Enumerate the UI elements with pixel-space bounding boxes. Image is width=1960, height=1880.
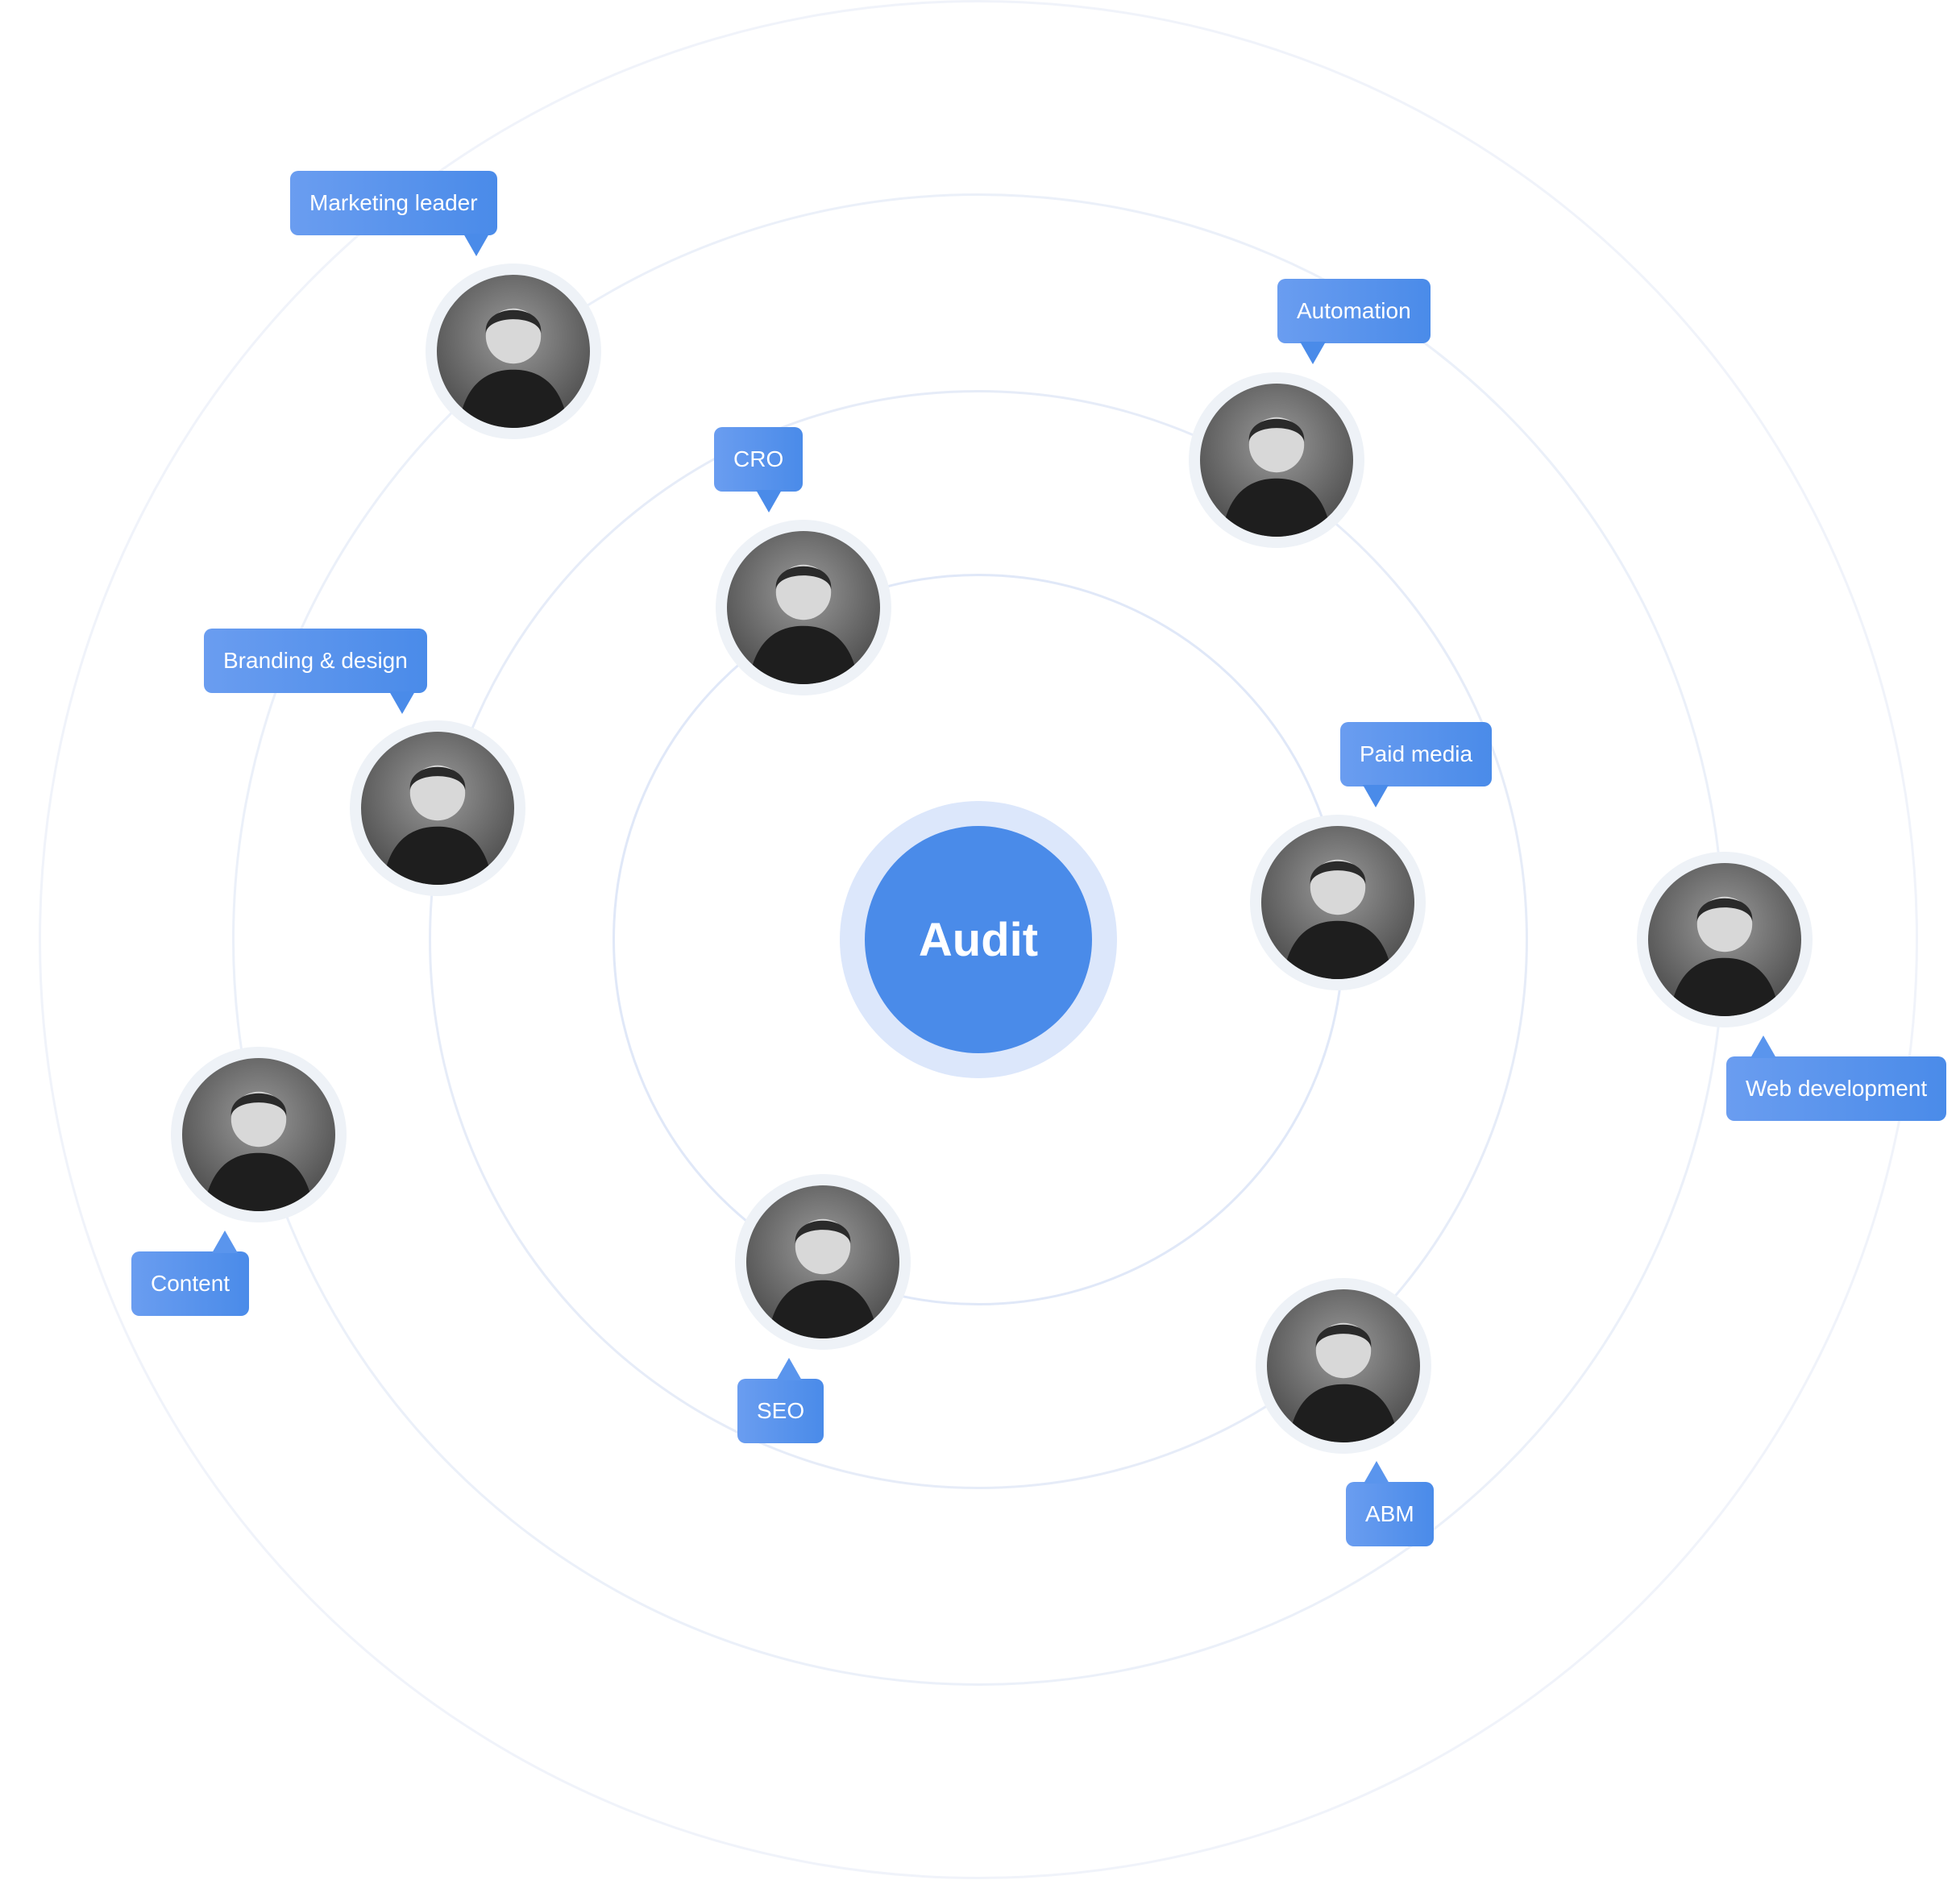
role-label: Branding & design [223,648,408,673]
role-badge-marketing-leader: Marketing leader [290,171,497,256]
avatar-photo-icon [1648,863,1801,1016]
team-member-web-development[interactable] [1637,852,1813,1027]
role-label: Content [151,1271,230,1296]
role-badge-web-development: Web development [1726,1035,1947,1121]
role-badge-content: Content [131,1231,250,1316]
team-member-seo[interactable] [735,1174,911,1350]
role-badge-automation: Automation [1277,279,1431,364]
avatar-photo-icon [1267,1289,1420,1442]
role-badge-paid-media: Paid media [1340,722,1493,807]
orbit-ring-4 [39,0,1918,1879]
team-member-cro[interactable] [716,520,891,695]
role-label: CRO [733,446,784,471]
speech-tail [1300,342,1326,364]
role-badge-seo: SEO [737,1358,824,1443]
audit-label: Audit [918,913,1039,966]
avatar-photo-icon [437,275,590,428]
team-member-content[interactable] [171,1047,347,1222]
avatar-photo-icon [1261,826,1414,979]
avatar-photo-icon [361,732,514,885]
avatar-photo-icon [182,1058,335,1211]
role-label: Marketing leader [309,190,478,215]
team-member-paid-media[interactable] [1250,815,1426,990]
role-badge-cro: CRO [714,427,804,513]
role-badge-branding-design: Branding & design [204,629,427,714]
avatar-photo-icon [1200,384,1353,537]
audit-center[interactable]: Audit [865,826,1092,1053]
speech-tail [756,490,782,513]
role-badge-abm: ABM [1346,1461,1434,1546]
role-label: SEO [757,1398,805,1423]
avatar-photo-icon [727,531,880,684]
speech-tail [1364,1461,1389,1484]
speech-tail [1363,785,1389,807]
role-label: Web development [1746,1076,1928,1101]
speech-tail [389,691,415,714]
avatar-photo-icon [746,1185,899,1338]
speech-tail [1750,1035,1776,1058]
speech-tail [463,234,489,256]
speech-tail [776,1358,802,1380]
role-label: ABM [1365,1501,1414,1526]
speech-tail [212,1231,238,1253]
role-label: Automation [1297,298,1411,323]
role-label: Paid media [1360,741,1473,766]
team-member-branding-design[interactable] [350,720,525,896]
team-member-automation[interactable] [1189,372,1364,548]
team-member-marketing-leader[interactable] [426,264,601,439]
team-member-abm[interactable] [1256,1278,1431,1454]
